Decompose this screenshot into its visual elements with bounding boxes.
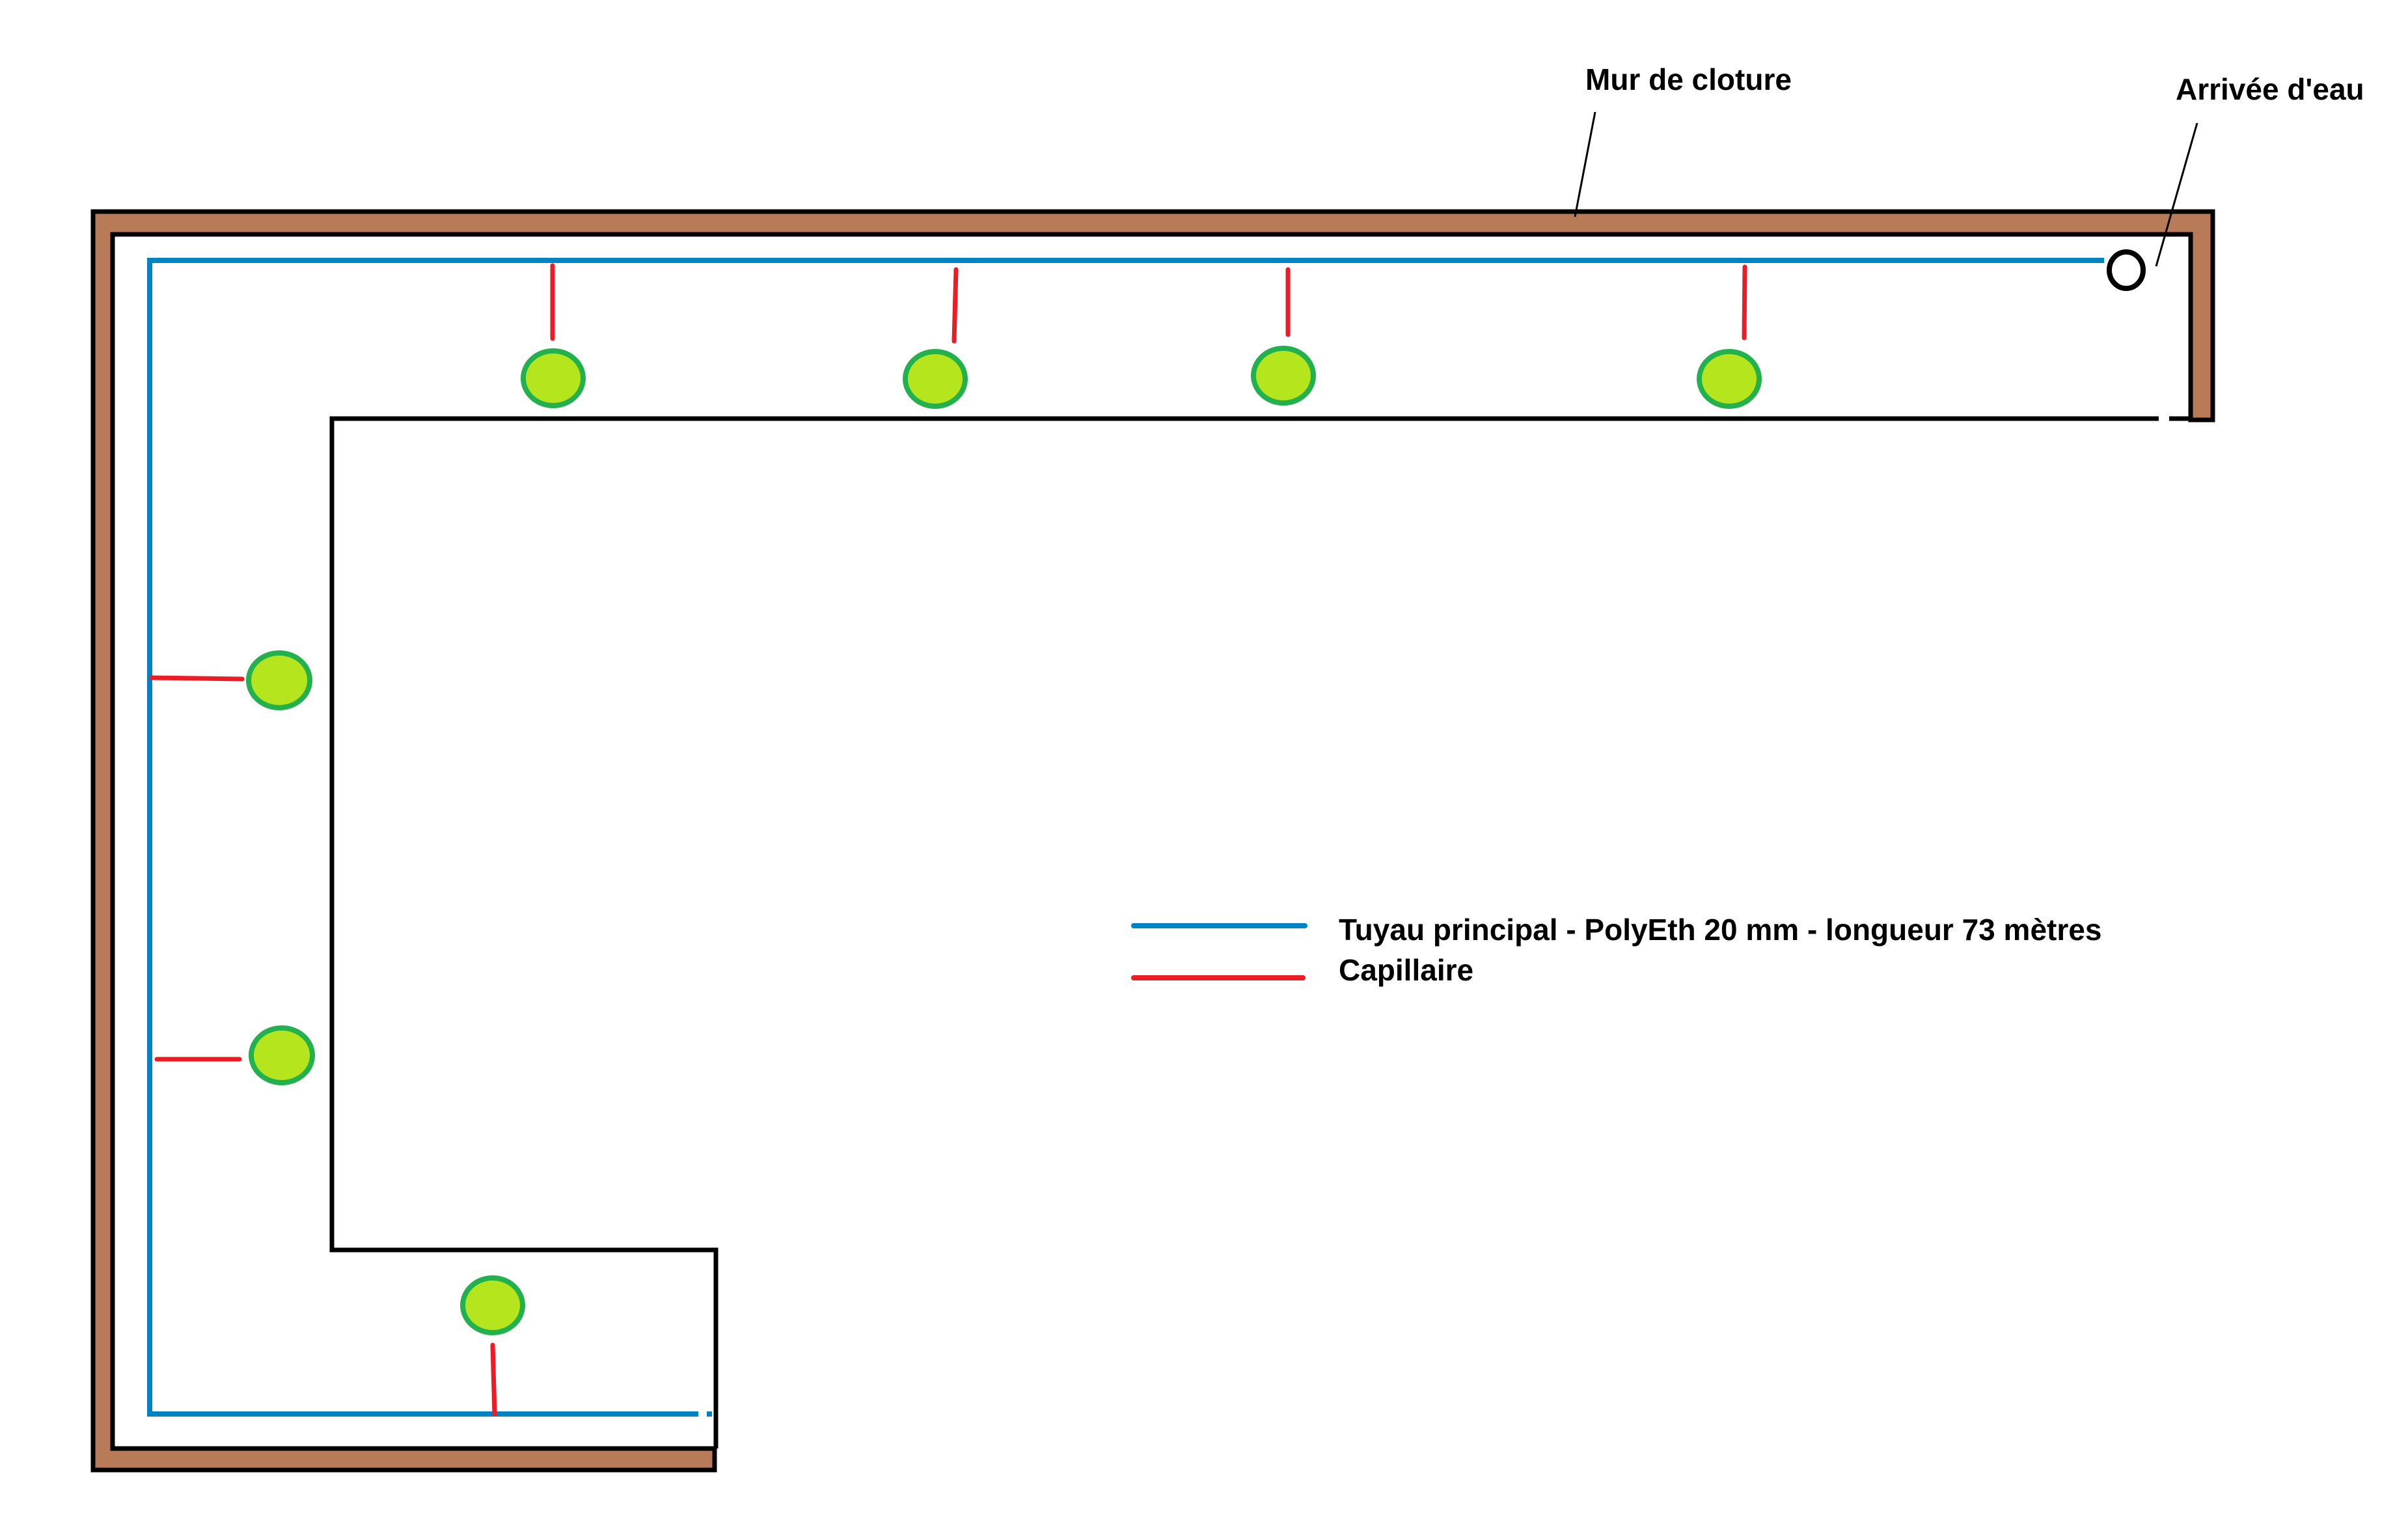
main-pipe-line xyxy=(147,258,2104,1417)
planting-bed-outline xyxy=(329,416,2191,1449)
capillary-line xyxy=(149,675,245,682)
plant-icon xyxy=(246,650,312,710)
enclosure-wall xyxy=(90,209,2215,1473)
capillary-line xyxy=(1742,264,1747,340)
callout-wall-leader xyxy=(1574,111,1596,217)
plant-icon xyxy=(1251,346,1316,406)
capillary-line xyxy=(490,1342,497,1417)
capillaries xyxy=(149,263,1747,1417)
wall-band xyxy=(90,209,2215,1473)
callout-water-inlet-leader xyxy=(2155,122,2198,267)
plant-icon xyxy=(521,348,586,408)
callout-water-inlet-label: Arrivée d'eau xyxy=(2176,72,2364,106)
plants xyxy=(246,346,1762,1335)
legend-main-pipe-label: Tuyau principal - PolyEth 20 mm - longue… xyxy=(1339,913,2101,947)
bed-inner-outline xyxy=(329,416,2159,1449)
callout-wall: Mur de cloture xyxy=(1574,62,1792,217)
plant-icon xyxy=(460,1275,525,1335)
main-pipe xyxy=(147,258,2104,1417)
plant-icon xyxy=(1697,349,1762,409)
water-inlet xyxy=(2107,249,2146,291)
plant-icon xyxy=(903,349,968,409)
plant-icon xyxy=(249,1025,315,1085)
water-inlet-icon xyxy=(2107,249,2146,291)
legend: Tuyau principal - PolyEth 20 mm - longue… xyxy=(1131,913,2101,987)
legend-capillary-label: Capillaire xyxy=(1339,953,1473,987)
callout-wall-label: Mur de cloture xyxy=(1585,62,1792,96)
capillary-line xyxy=(951,267,959,344)
callout-water-inlet: Arrivée d'eau xyxy=(2155,72,2364,267)
